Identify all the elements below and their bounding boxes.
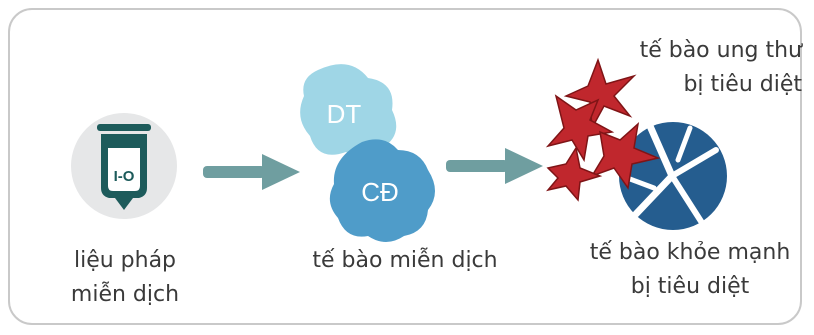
iv-bag-icon: I-O — [97, 124, 151, 210]
healthy-label-line1: tế bào khỏe mạnh — [589, 240, 791, 265]
cancer-label-line2: bị tiêu diệt — [683, 72, 802, 97]
therapy-label-line2: miễn dịch — [70, 282, 180, 307]
dt-cell: DT — [300, 64, 397, 158]
iv-bag-label: I-O — [114, 168, 135, 185]
cancer-cell-icon — [545, 57, 661, 202]
healthy-label-line2: bị tiêu diệt — [630, 274, 750, 299]
therapy-label: liệu pháp miễn dịch — [40, 244, 210, 312]
arrow-immune-to-cells — [446, 148, 543, 184]
dt-cell-label: DT — [327, 99, 362, 129]
arrow-therapy-to-immune — [203, 154, 300, 190]
cd-cell-label: CĐ — [361, 177, 399, 207]
cd-cell: CĐ — [329, 139, 435, 242]
cancer-label-line1: tế bào ung thư — [639, 38, 802, 63]
therapy-label-line1: liệu pháp — [73, 248, 177, 273]
cancer-cells-label: tế bào ung thư bị tiêu diệt — [590, 34, 802, 102]
healthy-cells-label: tế bào khỏe mạnh bị tiêu diệt — [580, 236, 800, 304]
healthy-cell-icon — [619, 122, 727, 230]
therapy-icon: I-O — [71, 113, 177, 219]
immune-cells-label: tế bào miễn dịch — [312, 248, 498, 273]
